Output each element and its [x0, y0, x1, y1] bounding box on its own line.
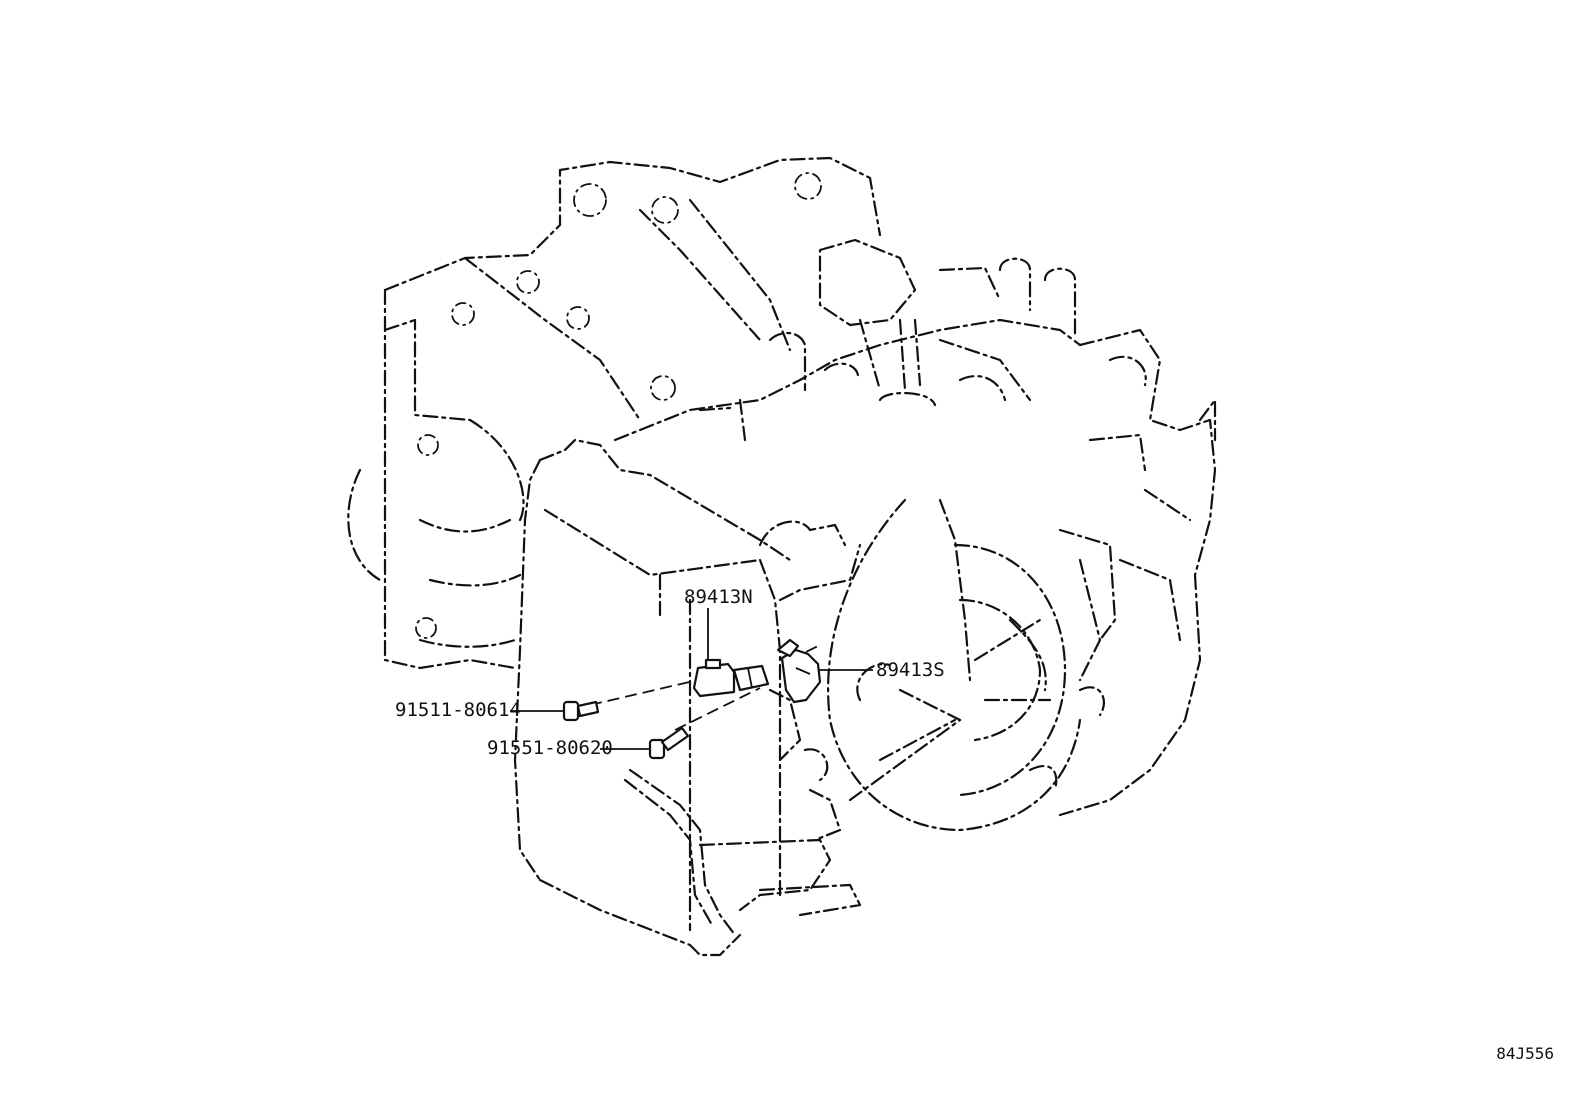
- bolt-91511-80614[interactable]: [562, 700, 600, 722]
- leader-lines: [510, 608, 873, 750]
- bolt-91551-80620[interactable]: [648, 726, 690, 760]
- speed-sensor-89413s[interactable]: [776, 638, 822, 704]
- callout-89413n[interactable]: 89413N: [684, 586, 753, 608]
- callout-89413s[interactable]: 89413S: [876, 659, 945, 681]
- diagram-id: 84J556: [1496, 1044, 1554, 1063]
- callout-91551-80620[interactable]: 91551-80620: [487, 737, 613, 759]
- speed-sensor-89413n[interactable]: [692, 658, 770, 698]
- transmission-housing-outline: [347, 156, 1217, 957]
- callout-91511-80614[interactable]: 91511-80614: [395, 699, 521, 721]
